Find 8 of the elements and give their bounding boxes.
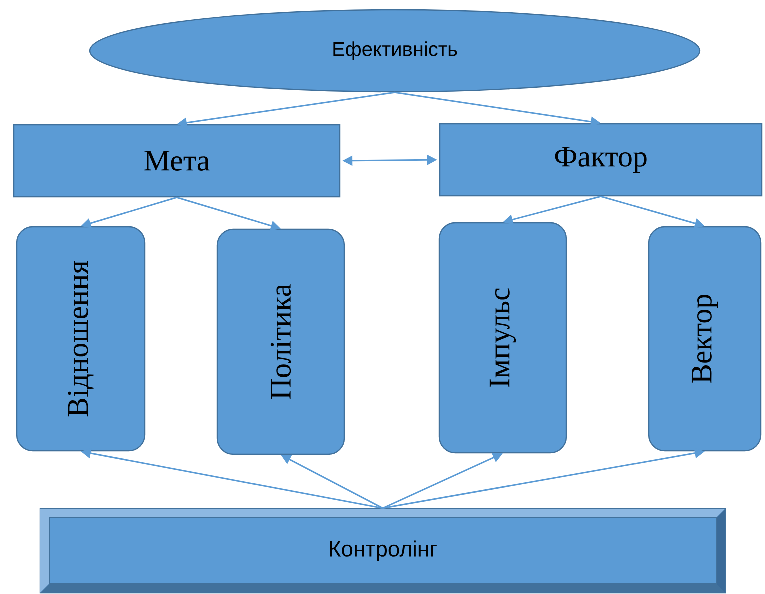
rounded-box: Відношення xyxy=(16,226,146,452)
rounded-box: Імпульс xyxy=(438,222,568,454)
ellipse-node: Ефективність xyxy=(89,9,701,93)
rect-box: Фактор xyxy=(439,123,763,197)
rounded-box: Політика xyxy=(216,228,346,456)
bevel-box: Контролінг xyxy=(40,508,726,594)
rounded-box: Вектор xyxy=(648,226,762,452)
rect-box: Мета xyxy=(13,124,341,198)
